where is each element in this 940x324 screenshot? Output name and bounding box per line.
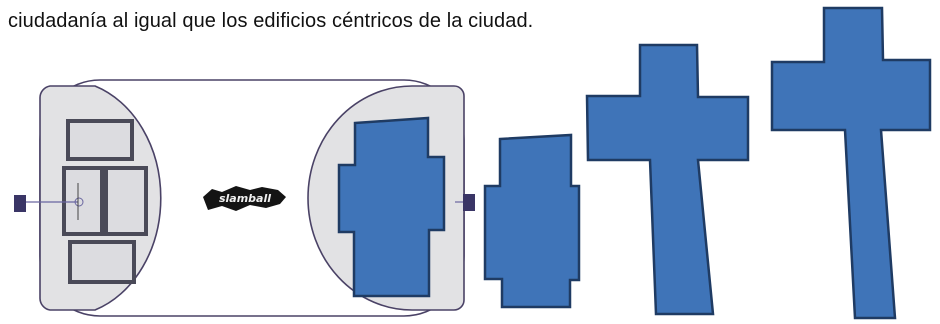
trampoline-pad-bottom xyxy=(68,240,136,284)
trampoline-pad-top xyxy=(66,119,134,161)
slamball-logo: slamball xyxy=(203,186,286,211)
trampoline-pad-right xyxy=(104,166,148,236)
logo-text: slamball xyxy=(219,192,271,205)
caption-text: ciudadanía al igual que los edificios cé… xyxy=(8,10,534,32)
blue-cross-small xyxy=(483,133,581,309)
right-goal-post xyxy=(463,194,475,211)
blue-cross-in-court xyxy=(337,116,446,298)
blue-cross-medium xyxy=(585,43,750,316)
left-hoop xyxy=(74,197,84,207)
left-goal-post xyxy=(14,195,26,212)
blue-cross-large xyxy=(770,6,932,320)
